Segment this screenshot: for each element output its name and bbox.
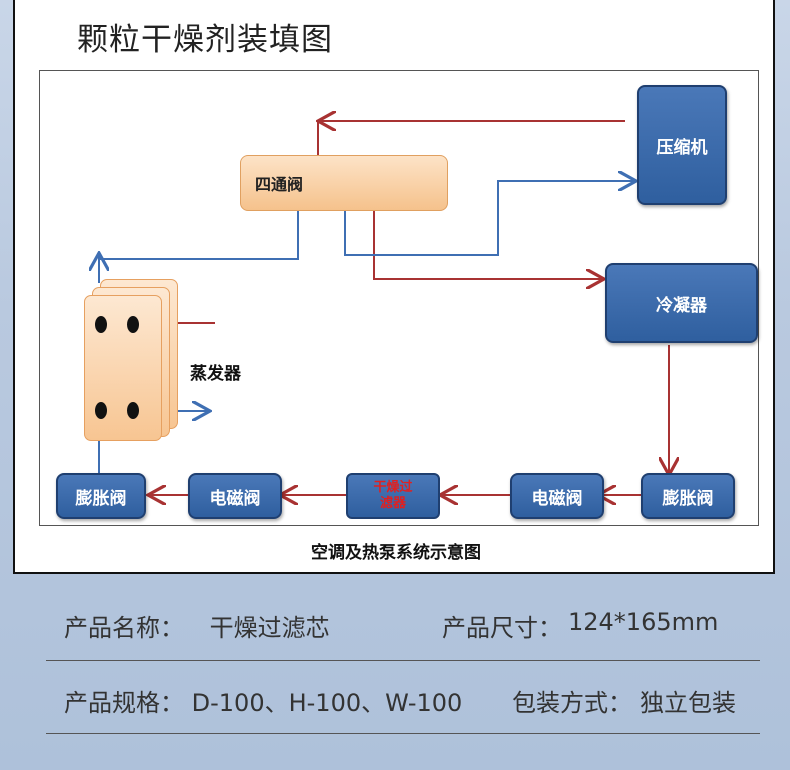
solenoid-valve-right: 电磁阀: [510, 473, 604, 519]
pack-value: 独立包装: [640, 689, 736, 717]
diagram-card: 颗粒干燥剂装填图: [13, 0, 775, 574]
spec-value: D-100、H-100、W-100: [191, 689, 463, 717]
drier-filter-box: 干燥过 滤器: [346, 473, 440, 519]
size-label: 产品尺寸：: [442, 614, 562, 642]
divider: [46, 733, 760, 734]
evaporator-port: [127, 316, 139, 333]
spec-label: 产品规格：: [64, 689, 184, 717]
evaporator-plate-front: [84, 295, 162, 441]
pack-label: 包装方式：: [512, 689, 632, 717]
condenser-box: 冷凝器: [605, 263, 758, 343]
four-way-valve-box: 四通阀: [240, 155, 448, 211]
expansion-valve-right-label: 膨胀阀: [662, 488, 714, 509]
diagram-caption: 空调及热泵系统示意图: [311, 543, 481, 563]
divider: [46, 660, 760, 661]
drier-filter-label-1: 干燥过: [373, 480, 413, 495]
condenser-label: 冷凝器: [656, 295, 707, 316]
four-way-valve-label: 四通阀: [255, 175, 304, 194]
expansion-valve-right: 膨胀阀: [641, 473, 735, 519]
page-title: 颗粒干燥剂装填图: [77, 22, 333, 58]
refrigeration-diagram: 压缩机 四通阀 冷凝器 蒸发器 膨胀阀 电磁阀: [39, 70, 759, 526]
size-value: 124*165mm: [568, 608, 719, 636]
drier-filter-label-2: 滤器: [379, 496, 406, 511]
solenoid-valve-left: 电磁阀: [188, 473, 282, 519]
compressor-label: 压缩机: [656, 137, 708, 158]
evaporator-port: [127, 402, 139, 419]
solenoid-valve-right-label: 电磁阀: [531, 488, 583, 509]
name-label: 产品名称：: [64, 614, 184, 642]
expansion-valve-left-label: 膨胀阀: [75, 488, 127, 509]
solenoid-valve-left-label: 电磁阀: [209, 488, 261, 509]
pipe-lines: [40, 71, 760, 527]
compressor-box: 压缩机: [637, 85, 727, 205]
evaporator-port: [95, 316, 107, 333]
evaporator-port: [95, 402, 107, 419]
info-row-2: 产品规格： D-100、H-100、W-100 包装方式： 独立包装: [64, 683, 764, 718]
expansion-valve-left: 膨胀阀: [56, 473, 146, 519]
name-value: 干燥过滤芯: [209, 614, 330, 642]
evaporator-label: 蒸发器: [190, 364, 241, 384]
info-row-1: 产品名称： 干燥过滤芯 产品尺寸： 124*165mm: [64, 608, 764, 643]
